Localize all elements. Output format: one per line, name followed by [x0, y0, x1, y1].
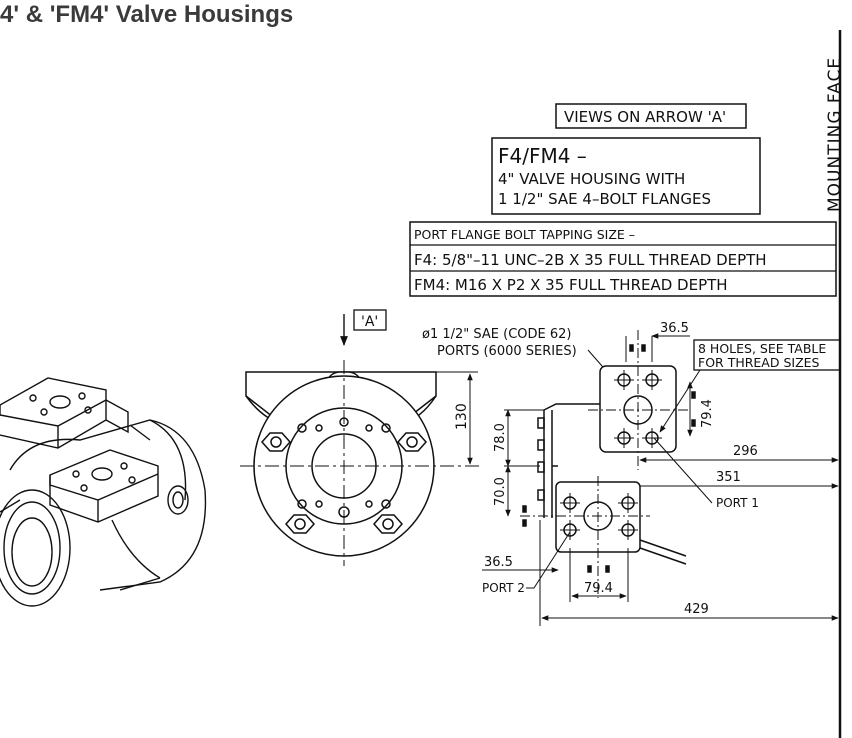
dim-351-label: 351: [716, 470, 741, 485]
holes-note-box: [693, 339, 841, 371]
dimension-130: 130: [436, 371, 478, 465]
housing-description-box: F4/FM4 – 4" VALVE HOUSING WITH 1 1/2" SA…: [491, 137, 761, 215]
dimension-70-0: 70.0: [493, 465, 540, 517]
hex-bolt: [396, 432, 428, 452]
tapping-row-fm4: FM4: M16 X P2 X 35 FULL THREAD DEPTH: [414, 276, 728, 294]
dim-429-label: 429: [684, 602, 709, 617]
dim-79-4-right-label: 79.4: [700, 399, 715, 428]
dimension-79-4-right: 79.4: [687, 381, 715, 437]
dimension-36-5-top: 36.5: [651, 321, 690, 339]
holes-note-line-1: 8 HOLES, SEE TABLE: [698, 341, 826, 356]
page-title: 4' & 'FM4' Valve Housings: [0, 1, 294, 28]
dim-79-4-bottom-label: 79.4: [584, 581, 613, 596]
dimension-78-0: 78.0: [493, 409, 544, 467]
port-1-label: PORT 1: [716, 496, 759, 510]
housing-line-3: 1 1/2" SAE 4–BOLT FLANGES: [498, 190, 711, 208]
ports-note-line-1: ø1 1/2" SAE (CODE 62): [422, 327, 571, 342]
dimension-429: 429: [539, 520, 839, 626]
tapping-size-table: PORT FLANGE BOLT TAPPING SIZE – F4: 5/8"…: [409, 221, 837, 297]
arrow-a: 'A': [340, 309, 387, 346]
dim-130-label: 130: [454, 403, 470, 430]
hex-bolt: [372, 514, 404, 534]
front-view: [245, 371, 437, 557]
dim-78-0-label: 78.0: [493, 423, 508, 452]
dim-36-5-bottom-label: 36.5: [484, 555, 513, 570]
dim-296-label: 296: [733, 444, 758, 459]
dim-70-0-label: 70.0: [493, 477, 508, 506]
views-label-box: [555, 103, 747, 129]
hex-bolt: [260, 432, 292, 452]
dim-36-5-top-label: 36.5: [660, 321, 689, 336]
port-2-leader: [526, 531, 571, 589]
port-2-flange: [522, 481, 687, 573]
side-view: [537, 403, 600, 518]
mounting-face-label: MOUNTING FACE: [825, 57, 845, 212]
tapping-header: PORT FLANGE BOLT TAPPING SIZE –: [414, 227, 635, 242]
port-2-label: PORT 2: [482, 581, 525, 595]
arrow-a-label: 'A': [361, 314, 378, 330]
holes-note-line-2: FOR THREAD SIZES: [698, 355, 820, 370]
housing-line-1: F4/FM4 –: [498, 144, 587, 168]
port-1-leader: [653, 437, 713, 504]
housing-line-2: 4" VALVE HOUSING WITH: [498, 170, 685, 188]
tapping-row-f4: F4: 5/8"–11 UNC–2B X 35 FULL THREAD DEPT…: [414, 251, 767, 269]
isometric-view: [0, 377, 207, 607]
dimension-79-4-bottom: 79.4: [569, 548, 629, 602]
holes-note-leader: [659, 369, 701, 433]
port-1-flange: [599, 336, 696, 453]
hex-bolt: [284, 514, 316, 534]
views-label: VIEWS ON ARROW 'A': [564, 108, 726, 126]
ports-note-line-2: PORTS (6000 SERIES): [437, 344, 577, 359]
